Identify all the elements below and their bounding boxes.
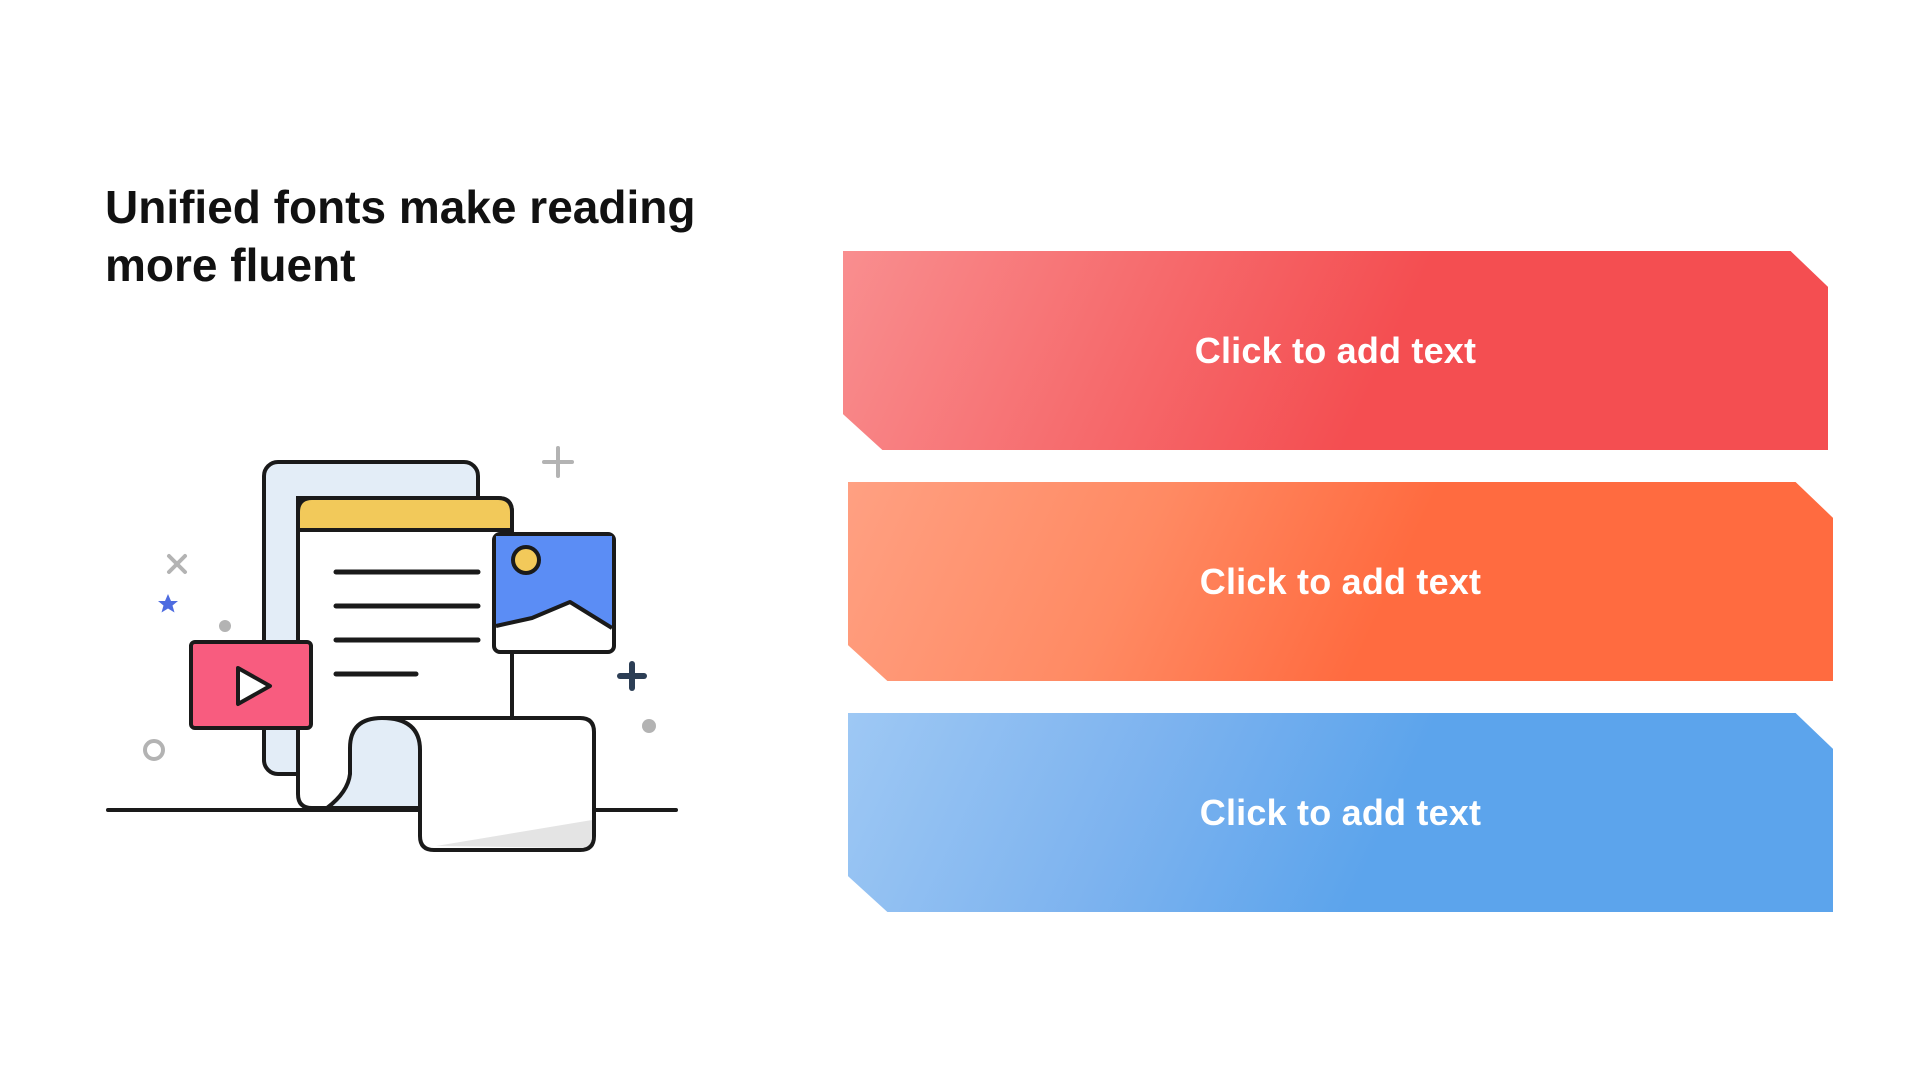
dot-icon (642, 719, 656, 733)
close-x-icon (167, 554, 187, 574)
dot-icon (219, 620, 231, 632)
circle-icon (143, 739, 165, 761)
plus-icon (542, 446, 574, 478)
plus-dark-icon (617, 661, 647, 691)
title-line-1: Unified fonts make reading (105, 181, 696, 233)
text-placeholder-label: Click to add text (1199, 791, 1482, 833)
text-placeholder-2[interactable]: Click to add text (848, 482, 1833, 681)
video-play-icon (189, 640, 313, 730)
title-line-2: more fluent (105, 239, 356, 291)
scroll-icon (325, 716, 596, 852)
text-placeholder-1[interactable]: Click to add text (843, 251, 1828, 450)
star-icon (158, 594, 178, 613)
documents-illustration (106, 446, 678, 852)
text-placeholder-label: Click to add text (1199, 560, 1482, 602)
text-placeholder-label: Click to add text (1194, 329, 1477, 371)
image-icon (492, 532, 616, 654)
text-placeholder-3[interactable]: Click to add text (848, 713, 1833, 912)
slide-title[interactable]: Unified fonts make reading more fluent (105, 178, 785, 294)
